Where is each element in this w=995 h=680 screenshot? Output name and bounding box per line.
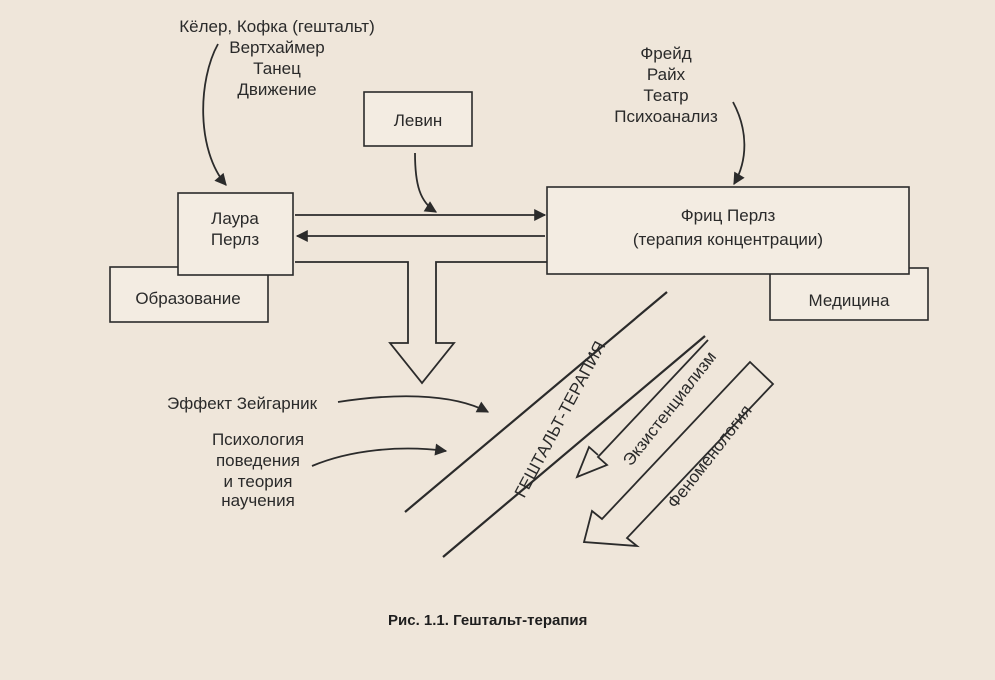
phenomenology-label: Феноменология — [664, 401, 756, 511]
medicine-label: Медицина — [809, 291, 890, 310]
zeigarnik-effect-label: Эффект Зейгарник — [167, 394, 318, 413]
figure-caption: Рис. 1.1. Гештальт-терапия — [388, 612, 587, 629]
medicine-box — [769, 267, 929, 321]
levin-box — [363, 91, 473, 147]
laura-perls-name-last: Перлз — [211, 230, 259, 249]
influence-theatre: Театр — [643, 86, 688, 105]
laura-perls-box — [177, 192, 294, 276]
fritz-perls-therapy: (терапия концентрации) — [633, 230, 823, 249]
laura-perls-name-first: Лаура — [211, 209, 259, 228]
education-box — [109, 266, 269, 323]
behavior-psychology-line4: научения — [221, 491, 295, 510]
phenomenology-arrow — [582, 360, 775, 548]
influence-movement: Движение — [237, 80, 316, 99]
arrow-behavior-psychology — [311, 443, 448, 467]
top-right-influences: Фрейд Райх Театр Психоанализ — [614, 44, 718, 126]
education-label: Образование — [135, 289, 240, 308]
fritz-perls-box — [546, 186, 910, 275]
behavior-psychology-line1: Психология — [212, 430, 304, 449]
gestalt-line-lower — [442, 335, 706, 558]
arrow-zeigarnik — [337, 395, 490, 413]
behavior-psychology-label: Психология поведения и теория научения — [212, 430, 304, 510]
fritz-perls-name: Фриц Перлз — [681, 206, 776, 225]
merge-down-arrow — [295, 261, 547, 385]
gestalt-therapy-label: ГЕШТАЛЬТ-ТЕРАПИЯ — [511, 338, 610, 501]
arrow-koehler-to-laura — [202, 43, 227, 186]
influence-dance: Танец — [253, 59, 301, 78]
levin-label: Левин — [394, 111, 443, 130]
influence-koehler-koffka: Кёлер, Кофка (гештальт) — [179, 17, 375, 36]
gestalt-line-upper — [404, 291, 668, 513]
influence-freud: Фрейд — [640, 44, 691, 63]
arrow-levin-to-link — [414, 152, 438, 213]
arrow-freud-to-fritz — [732, 101, 746, 186]
existentialism-arrow — [575, 339, 709, 479]
influence-reich: Райх — [647, 65, 686, 84]
influence-psychoanalysis: Психоанализ — [614, 107, 718, 126]
behavior-psychology-line3: и теория — [224, 472, 293, 491]
influence-wertheimer: Вертхаймер — [229, 38, 325, 57]
top-left-influences: Кёлер, Кофка (гештальт) Вертхаймер Танец… — [179, 17, 375, 99]
behavior-psychology-line2: поведения — [216, 451, 300, 470]
